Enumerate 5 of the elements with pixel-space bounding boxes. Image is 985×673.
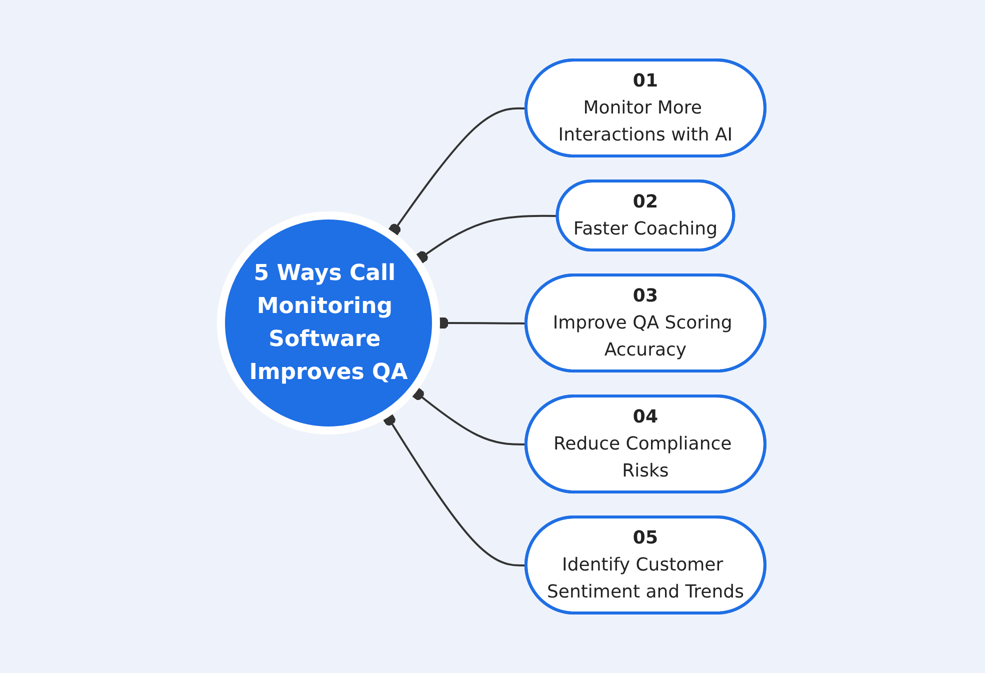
- connector: [415, 214, 558, 264]
- connector: [382, 413, 526, 566]
- connector: [411, 388, 526, 446]
- node-circle: 5 Ways Call Monitoring Software Improves QA: [216, 212, 440, 434]
- connector: [388, 107, 526, 236]
